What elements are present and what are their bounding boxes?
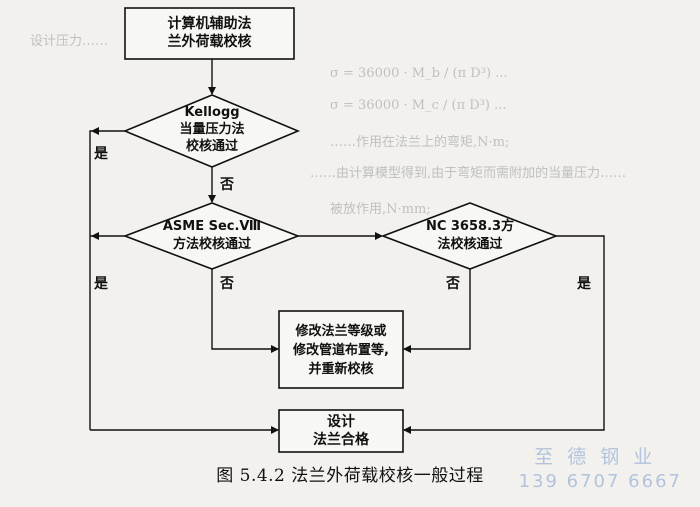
background-text-6: 设计压力…… <box>30 34 109 49</box>
asme-yes-arrowhead <box>91 232 99 240</box>
nc-line-1: NC 3658.3方 <box>425 219 515 234</box>
modify-line-3: 并重新校核 <box>308 362 374 377</box>
start-box-label: 计算机辅助法 兰外荷载校核 <box>125 15 294 51</box>
background-text-5: 被放作用,N·mm; <box>330 202 431 217</box>
background-text-1: σ = 36000 · M_b / (π D³) ... <box>330 66 508 81</box>
end-box-label: 设计 法兰合格 <box>279 413 403 449</box>
nc-line-2: 法校核通过 <box>437 237 503 252</box>
nc-diamond-label: NC 3658.3方 法校核通过 <box>388 218 552 254</box>
figure-caption: 图 5.4.2 法兰外荷载校核一般过程 <box>216 466 484 486</box>
edge-label-nc-no: 否 <box>446 276 460 292</box>
asme-line-2: 方法校核通过 <box>172 237 251 252</box>
background-text-3: ……作用在法兰上的弯矩,N·m; <box>330 135 510 150</box>
kellogg-diamond-label: Kellogg 当量压力法 校核通过 <box>130 104 294 155</box>
asme-line-1: ASME Sec.Ⅷ <box>162 219 262 234</box>
edge-label-nc-yes: 是 <box>577 276 591 292</box>
start-box <box>124 7 295 60</box>
asme-diamond-label: ASME Sec.Ⅷ 方法校核通过 <box>130 218 294 254</box>
modify-line-2: 修改管道布置等, <box>293 343 389 358</box>
edge-label-asme-no: 否 <box>220 276 234 292</box>
edge-nc-yes <box>403 235 605 434</box>
edge-asme-modify <box>211 269 279 353</box>
modify-line-1: 修改法兰等级或 <box>295 324 387 339</box>
kellogg-line-3: 校核通过 <box>185 139 238 154</box>
edge-label-asme-yes: 是 <box>94 276 108 292</box>
background-text-2: σ = 36000 · M_c / (π D³) ... <box>330 98 507 113</box>
watermark-phone: 139 6707 6667 <box>518 471 682 492</box>
end-box <box>278 409 404 453</box>
end-line-2: 法兰合格 <box>313 432 369 448</box>
kellogg-yes-arrowhead <box>91 127 99 135</box>
modify-box <box>278 310 404 389</box>
kellogg-line-1: Kellogg <box>184 105 240 120</box>
edge-label-kellogg-no: 否 <box>220 177 234 193</box>
watermark-company: 至德钢业 <box>534 446 667 468</box>
edge-nc-modify <box>403 269 471 353</box>
start-box-line-2: 兰外荷载校核 <box>167 34 252 50</box>
start-box-line-1: 计算机辅助法 <box>167 16 252 32</box>
watermark: 至德钢业 139 6707 6667 <box>519 442 682 492</box>
end-line-1: 设计 <box>327 414 355 430</box>
background-text-4: ……由计算模型得到,由于弯矩而需附加的当量压力…… <box>310 166 627 181</box>
modify-box-label: 修改法兰等级或 修改管道布置等, 并重新校核 <box>279 322 403 379</box>
edge-label-kellogg-yes: 是 <box>94 146 108 162</box>
edge-kellogg-yes <box>89 130 125 430</box>
kellogg-line-2: 当量压力法 <box>179 122 245 137</box>
